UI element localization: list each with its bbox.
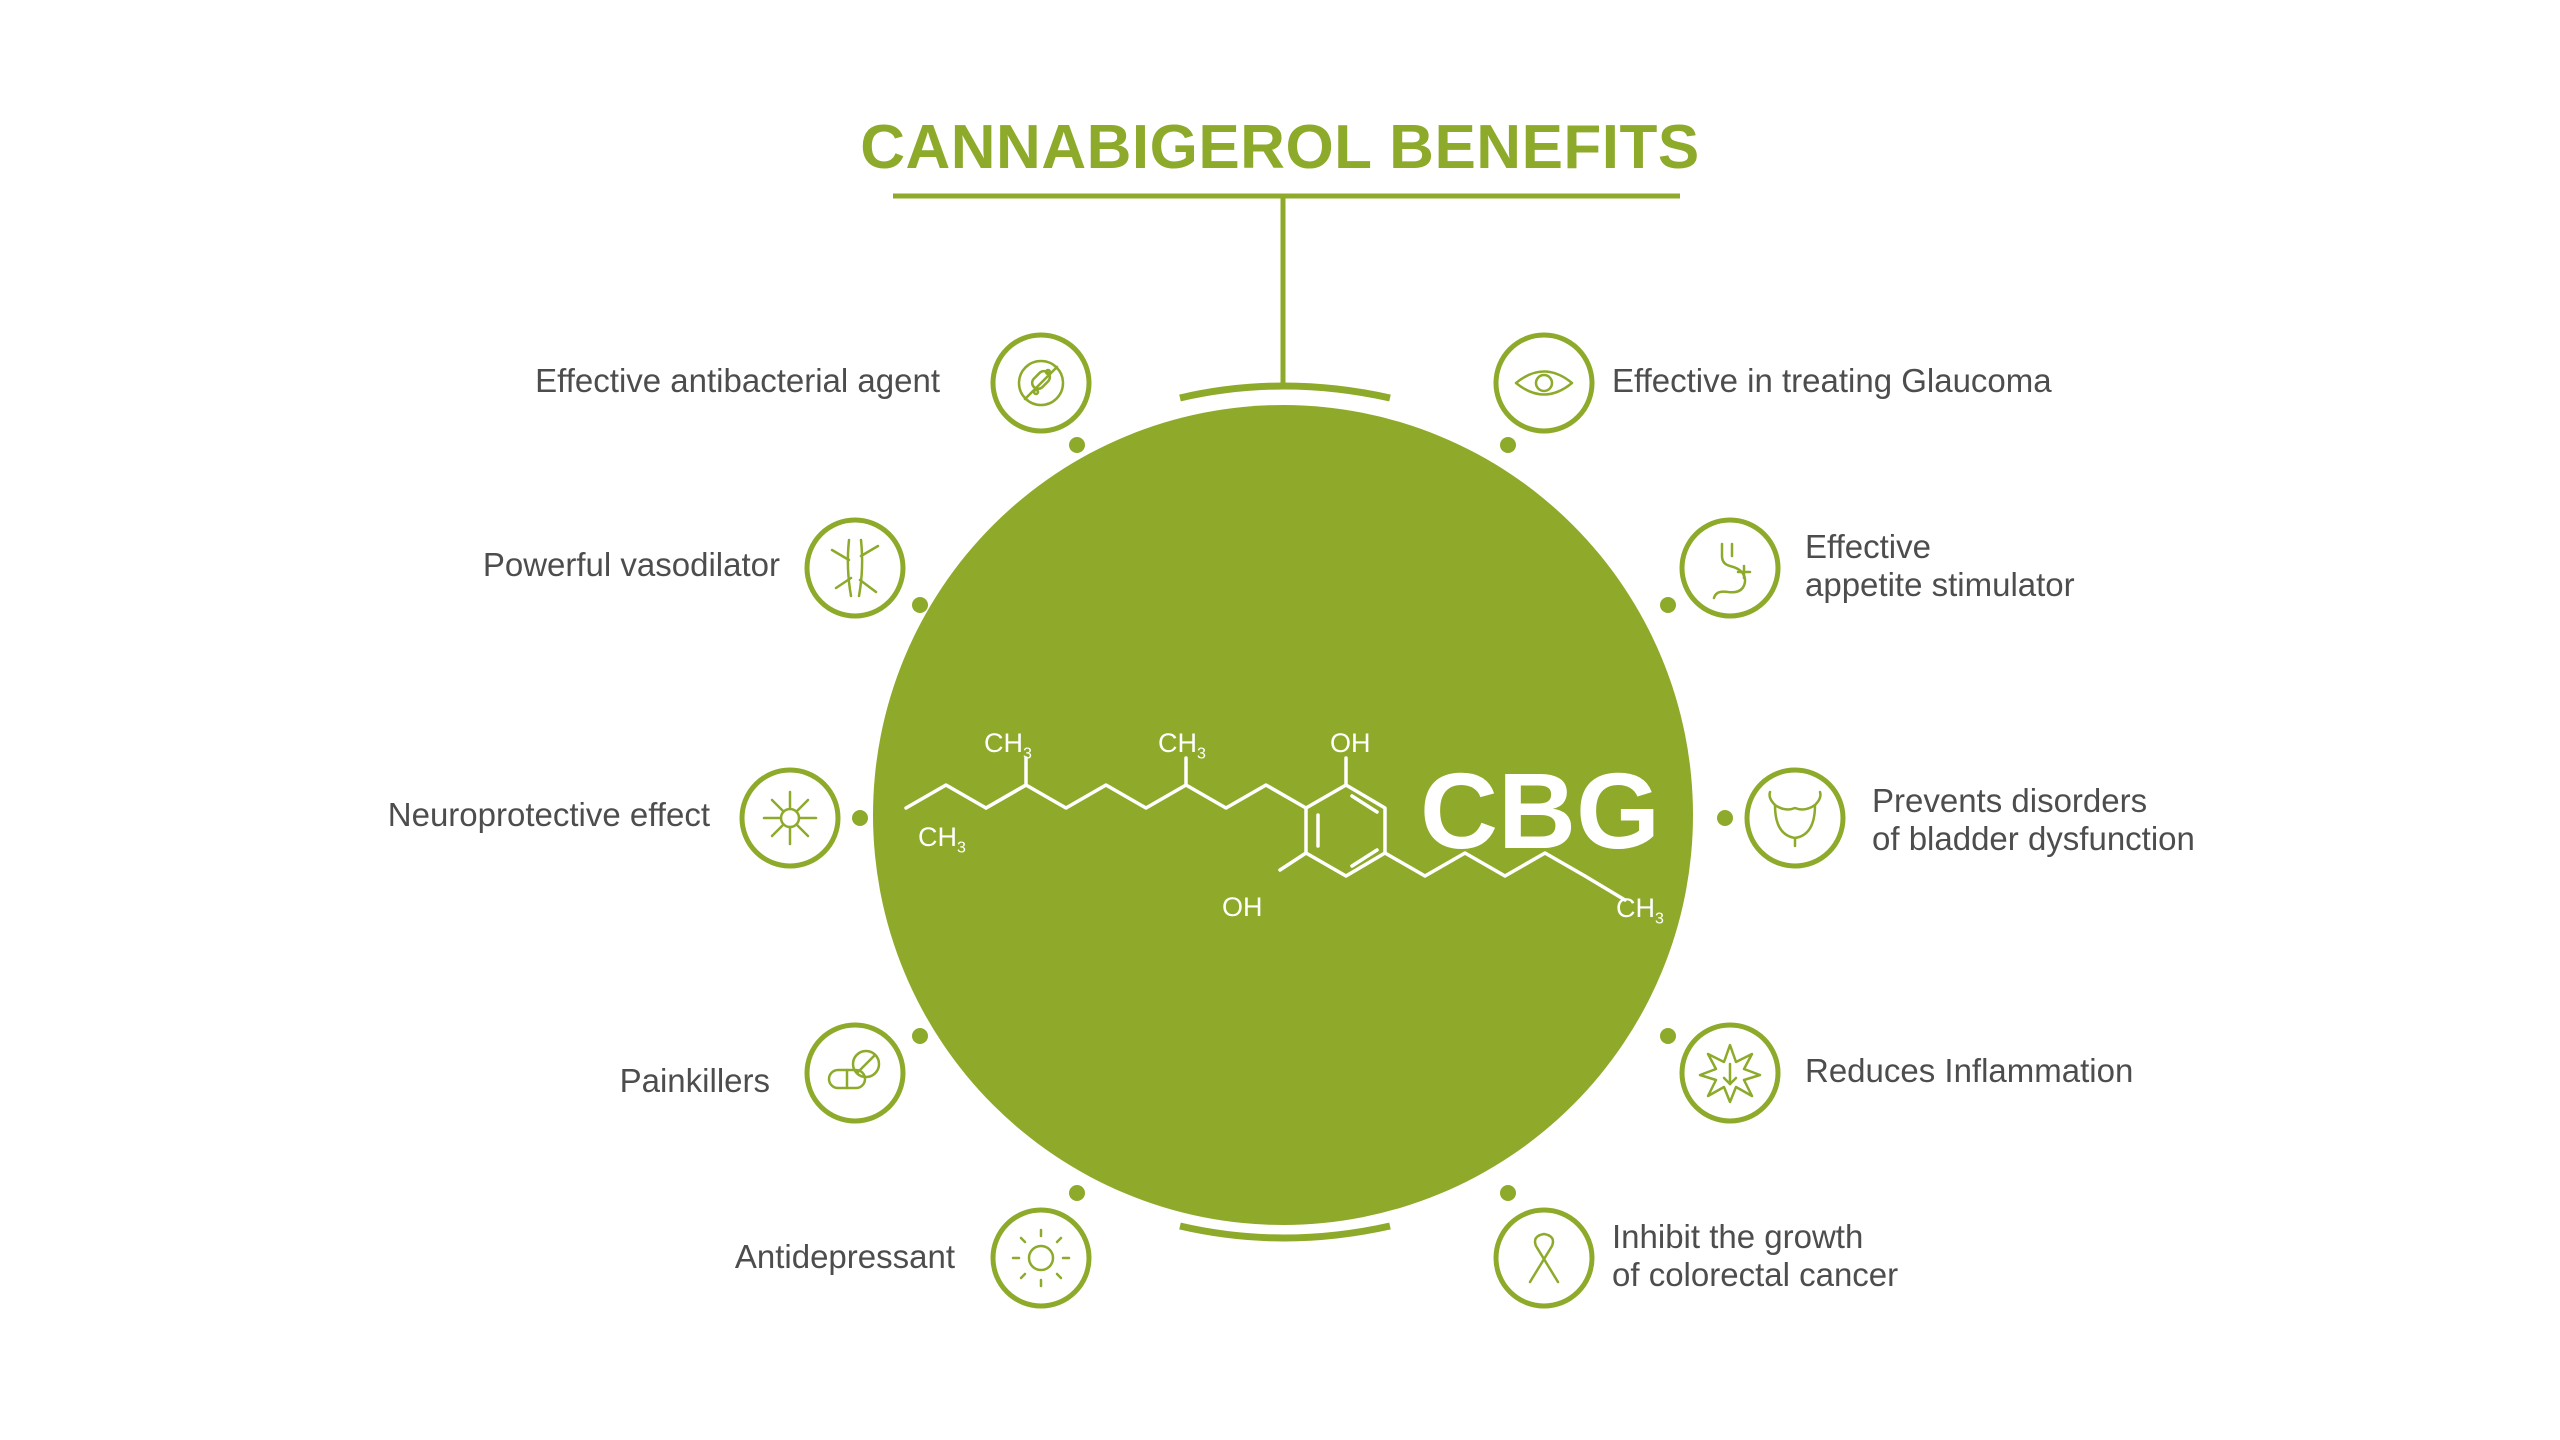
- benefit-label-antidepressant: Antidepressant: [734, 1238, 955, 1275]
- benefit-label-vasodilator: Powerful vasodilator: [482, 546, 780, 583]
- benefit-label-neuroprotective: Neuroprotective effect: [387, 796, 710, 833]
- benefit-label-appetite: Effective appetite stimulator: [1805, 528, 2075, 603]
- molecule-label-oh-bottom: OH: [1222, 892, 1263, 922]
- cbg-molecule: [904, 756, 1627, 902]
- bottom-arc: [1179, 1222, 1391, 1242]
- molecule-label-ch3-right: CH3: [1616, 893, 1664, 928]
- benefit-label-glaucoma: Effective in treating Glaucoma: [1612, 362, 2052, 399]
- top-arc: [1179, 382, 1391, 402]
- benefit-label-bladder: Prevents disorders of bladder dysfunctio…: [1872, 782, 2195, 857]
- benefit-label-painkillers: Painkillers: [619, 1062, 770, 1099]
- benefit-label-antibacterial: Effective antibacterial agent: [535, 362, 940, 399]
- molecule-label-ch3-top-left: CH3: [984, 728, 1032, 763]
- benefit-label-colorectal: Inhibit the growth of colorectal cancer: [1612, 1218, 1899, 1293]
- molecule-label-ch3-left: CH3: [918, 822, 966, 857]
- molecule-label-ch3-top-mid: CH3: [1158, 728, 1206, 763]
- cbg-center-label: CBG: [1420, 750, 1660, 871]
- page-title: CANNABIGEROL BENEFITS: [860, 113, 1700, 182]
- benefit-label-inflammation: Reduces Inflammation: [1805, 1052, 2134, 1089]
- molecule-label-oh-top: OH: [1330, 728, 1371, 758]
- cbg-circle: [873, 405, 1693, 1225]
